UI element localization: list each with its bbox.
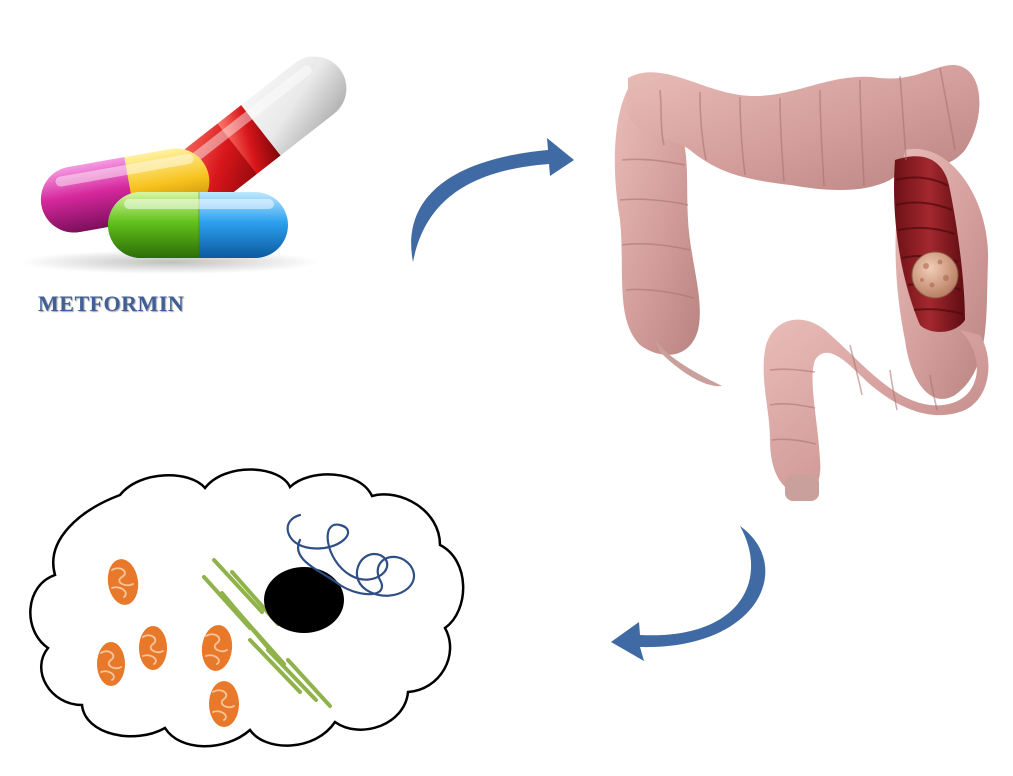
mitochondrion-icon <box>209 681 239 727</box>
er-strands <box>202 558 332 708</box>
arrow-icon <box>611 526 766 661</box>
colon-icon <box>614 64 989 501</box>
capsules-icon <box>20 56 347 274</box>
mitochondrion-icon <box>97 642 125 686</box>
nucleus-icon <box>264 567 344 633</box>
golgi-scribble <box>286 513 416 597</box>
tumor-icon <box>911 251 959 299</box>
drug-label: METFORMIN <box>38 291 185 316</box>
cell-icon <box>29 468 465 748</box>
mitochondrion-icon <box>139 626 167 670</box>
mitochondrion-icon <box>201 625 233 671</box>
arrow-icon <box>411 138 574 262</box>
mitochondrion-icon <box>107 559 139 605</box>
